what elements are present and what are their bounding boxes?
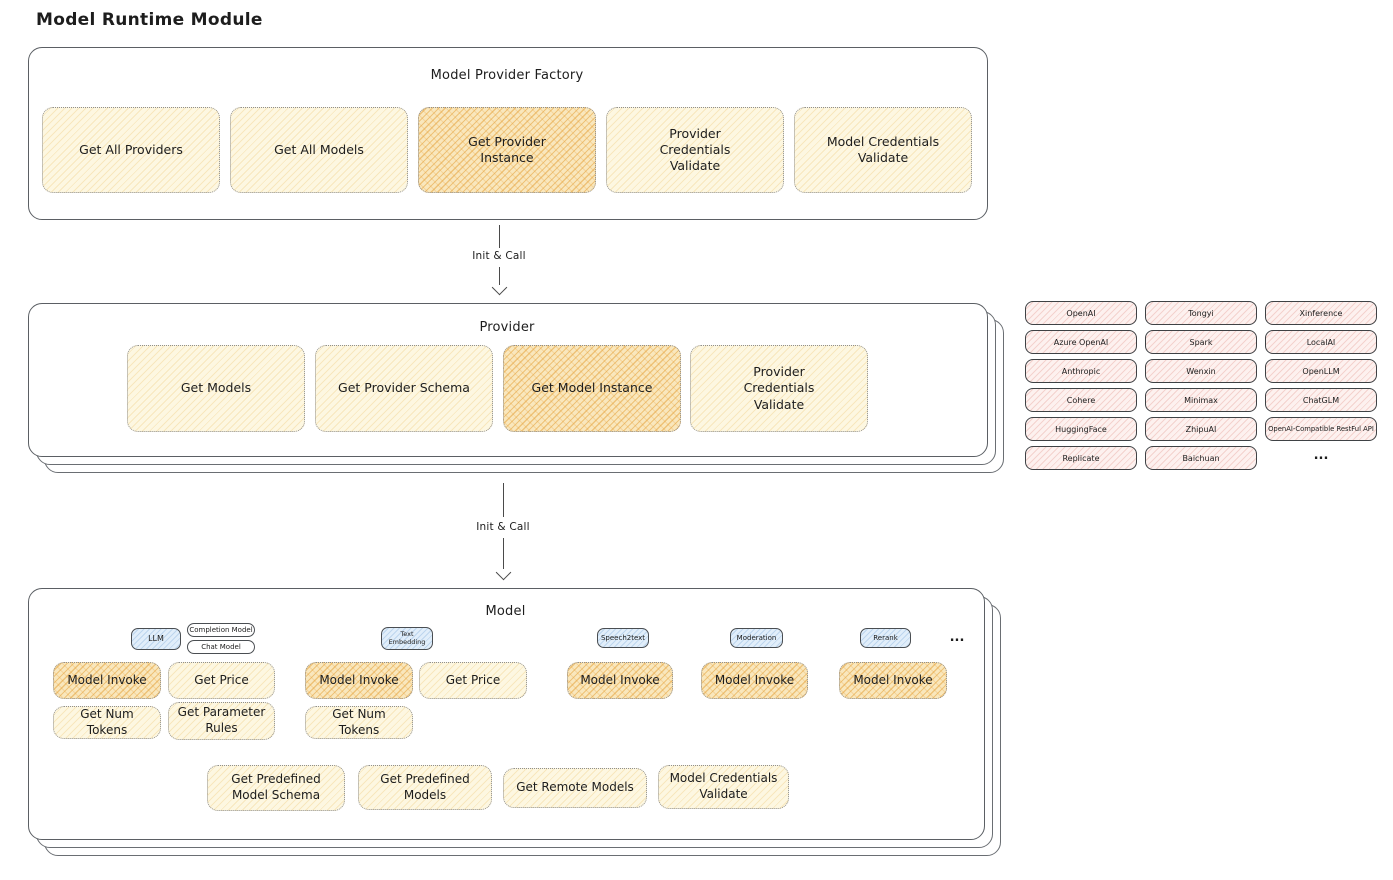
provider-box-get-provider-schema: Get Provider Schema bbox=[315, 345, 493, 432]
model-type-llm: LLM bbox=[131, 628, 181, 650]
model-op-llm-model-invoke: Model Invoke bbox=[53, 662, 161, 699]
vendor-pill-zhipuai: ZhipuAI bbox=[1145, 417, 1257, 441]
model-op-llm-get-num-tokens: Get Num Tokens bbox=[53, 706, 161, 739]
factory-box-get-provider-instance: Get Provider Instance bbox=[418, 107, 596, 193]
model-op-get-remote-models: Get Remote Models bbox=[503, 768, 647, 808]
arrow-factory-to-provider-label: Init & Call bbox=[454, 250, 544, 262]
factory-box-get-all-providers: Get All Providers bbox=[42, 107, 220, 193]
model-op-get-predefined-models: Get Predefined Models bbox=[358, 765, 492, 810]
factory-panel-title: Model Provider Factory bbox=[430, 68, 584, 83]
vendor-pill-minimax: Minimax bbox=[1145, 388, 1257, 412]
vendor-pill-huggingface: HuggingFace bbox=[1025, 417, 1137, 441]
model-type-completion-model: Completion Model bbox=[187, 623, 255, 637]
arrow-provider-to-model-line-top bbox=[503, 483, 504, 517]
model-op-embedding-model-invoke: Model Invoke bbox=[305, 662, 413, 699]
provider-box-get-model-instance: Get Model Instance bbox=[503, 345, 681, 432]
vendors-ellipsis: ... bbox=[1313, 448, 1329, 463]
vendor-pill-wenxin: Wenxin bbox=[1145, 359, 1257, 383]
factory-box-provider-credentials-validate: Provider Credentials Validate bbox=[606, 107, 784, 193]
provider-box-provider-credentials-validate: Provider Credentials Validate bbox=[690, 345, 868, 432]
provider-box-get-models: Get Models bbox=[127, 345, 305, 432]
vendor-pill-tongyi: Tongyi bbox=[1145, 301, 1257, 325]
model-op-llm-get-price: Get Price bbox=[168, 662, 275, 699]
arrow-factory-to-provider-head-icon bbox=[491, 279, 508, 296]
vendor-pill-openai: OpenAI bbox=[1025, 301, 1137, 325]
model-op-llm-get-parameter-rules: Get Parameter Rules bbox=[168, 702, 275, 740]
vendor-pill-cohere: Cohere bbox=[1025, 388, 1137, 412]
vendor-pill-localai: LocalAI bbox=[1265, 330, 1377, 354]
factory-box-get-all-models: Get All Models bbox=[230, 107, 408, 193]
model-type-moderation: Moderation bbox=[730, 628, 783, 648]
arrow-provider-to-model-label: Init & Call bbox=[458, 521, 548, 533]
model-panel-title: Model bbox=[485, 604, 526, 619]
arrow-factory-to-provider-line-top bbox=[499, 225, 500, 248]
arrow-provider-to-model-line-bottom bbox=[503, 538, 504, 569]
vendor-pill-chatglm: ChatGLM bbox=[1265, 388, 1377, 412]
model-op-speech2text-model-invoke: Model Invoke bbox=[567, 662, 673, 699]
provider-panel-title: Provider bbox=[479, 320, 535, 335]
model-op-get-predefined-model-schema: Get Predefined Model Schema bbox=[207, 765, 345, 811]
model-op-moderation-model-invoke: Model Invoke bbox=[701, 662, 808, 699]
model-op-rerank-model-invoke: Model Invoke bbox=[839, 662, 947, 699]
vendor-pill-spark: Spark bbox=[1145, 330, 1257, 354]
model-type-rerank: Rerank bbox=[860, 628, 911, 648]
factory-box-model-credentials-validate: Model Credentials Validate bbox=[794, 107, 972, 193]
model-types-ellipsis: ... bbox=[949, 630, 965, 645]
vendor-pill-azure-openai: Azure OpenAI bbox=[1025, 330, 1137, 354]
page-title: Model Runtime Module bbox=[36, 10, 263, 30]
model-type-text-embedding: Text Embedding bbox=[381, 627, 433, 650]
model-type-chat-model: Chat Model bbox=[187, 640, 255, 654]
vendor-pill-openai-compatible: OpenAI-Compatible RestFul API bbox=[1265, 417, 1377, 441]
vendor-pill-anthropic: Anthropic bbox=[1025, 359, 1137, 383]
model-op-embedding-get-num-tokens: Get Num Tokens bbox=[305, 706, 413, 739]
arrow-provider-to-model-head-icon bbox=[495, 564, 512, 581]
vendor-pill-xinference: Xinference bbox=[1265, 301, 1377, 325]
arrow-factory-to-provider-line-bottom bbox=[499, 267, 500, 285]
vendor-pill-baichuan: Baichuan bbox=[1145, 446, 1257, 470]
vendor-pill-replicate: Replicate bbox=[1025, 446, 1137, 470]
model-op-model-credentials-validate: Model Credentials Validate bbox=[658, 765, 789, 809]
model-op-embedding-get-price: Get Price bbox=[419, 662, 527, 699]
model-type-speech2text: Speech2text bbox=[597, 628, 649, 648]
vendor-pill-openllm: OpenLLM bbox=[1265, 359, 1377, 383]
